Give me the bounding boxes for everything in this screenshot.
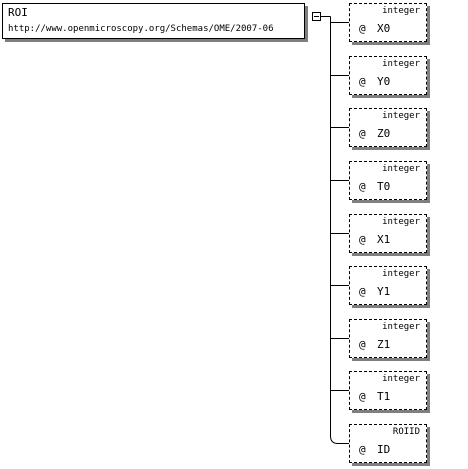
element-namespace: http://www.openmicroscopy.org/Schemas/OM… (8, 24, 274, 34)
attribute-symbol: @ (359, 338, 366, 351)
attribute-box-z0[interactable]: integer @ Z0 (349, 108, 427, 147)
minus-icon (314, 16, 319, 17)
attribute-type: integer (382, 374, 420, 384)
attribute-type: integer (382, 111, 420, 121)
attribute-box-y0[interactable]: integer @ Y0 (349, 56, 427, 95)
attribute-box-y1[interactable]: integer @ Y1 (349, 266, 427, 305)
attribute-box-t1[interactable]: integer @ T1 (349, 371, 427, 410)
attribute-symbol: @ (359, 75, 366, 88)
attribute-symbol: @ (359, 180, 366, 193)
attribute-box-x1[interactable]: integer @ X1 (349, 214, 427, 253)
attribute-name: Z1 (377, 338, 391, 351)
attribute-type: ROIID (392, 427, 420, 437)
attribute-symbol: @ (359, 443, 366, 456)
attribute-name: ID (377, 443, 391, 456)
element-name: ROI (8, 6, 28, 19)
attribute-type: integer (382, 6, 420, 16)
attribute-type: integer (382, 59, 420, 69)
attribute-name: Z0 (377, 127, 391, 140)
attribute-symbol: @ (359, 285, 366, 298)
attribute-type: integer (382, 269, 420, 279)
attribute-box-id[interactable]: ROIID @ ID (349, 424, 427, 463)
attribute-name: X1 (377, 233, 391, 246)
attribute-type: integer (382, 322, 420, 332)
branch-line-9 (330, 435, 349, 444)
attribute-name: X0 (377, 22, 391, 35)
attribute-box-x0[interactable]: integer @ X0 (349, 3, 427, 42)
attribute-box-z1[interactable]: integer @ Z1 (349, 319, 427, 358)
attribute-symbol: @ (359, 390, 366, 403)
attribute-box-t0[interactable]: integer @ T0 (349, 161, 427, 200)
attribute-symbol: @ (359, 233, 366, 246)
attribute-name: T1 (377, 390, 391, 403)
attribute-name: Y1 (377, 285, 391, 298)
attribute-name: Y0 (377, 75, 391, 88)
collapse-toggle-button[interactable] (312, 12, 321, 21)
element-roi-box[interactable]: ROI http://www.openmicroscopy.org/Schema… (2, 3, 305, 39)
attribute-name: T0 (377, 180, 391, 193)
attribute-symbol: @ (359, 22, 366, 35)
attribute-symbol: @ (359, 127, 366, 140)
attribute-type: integer (382, 217, 420, 227)
attribute-type: integer (382, 164, 420, 174)
